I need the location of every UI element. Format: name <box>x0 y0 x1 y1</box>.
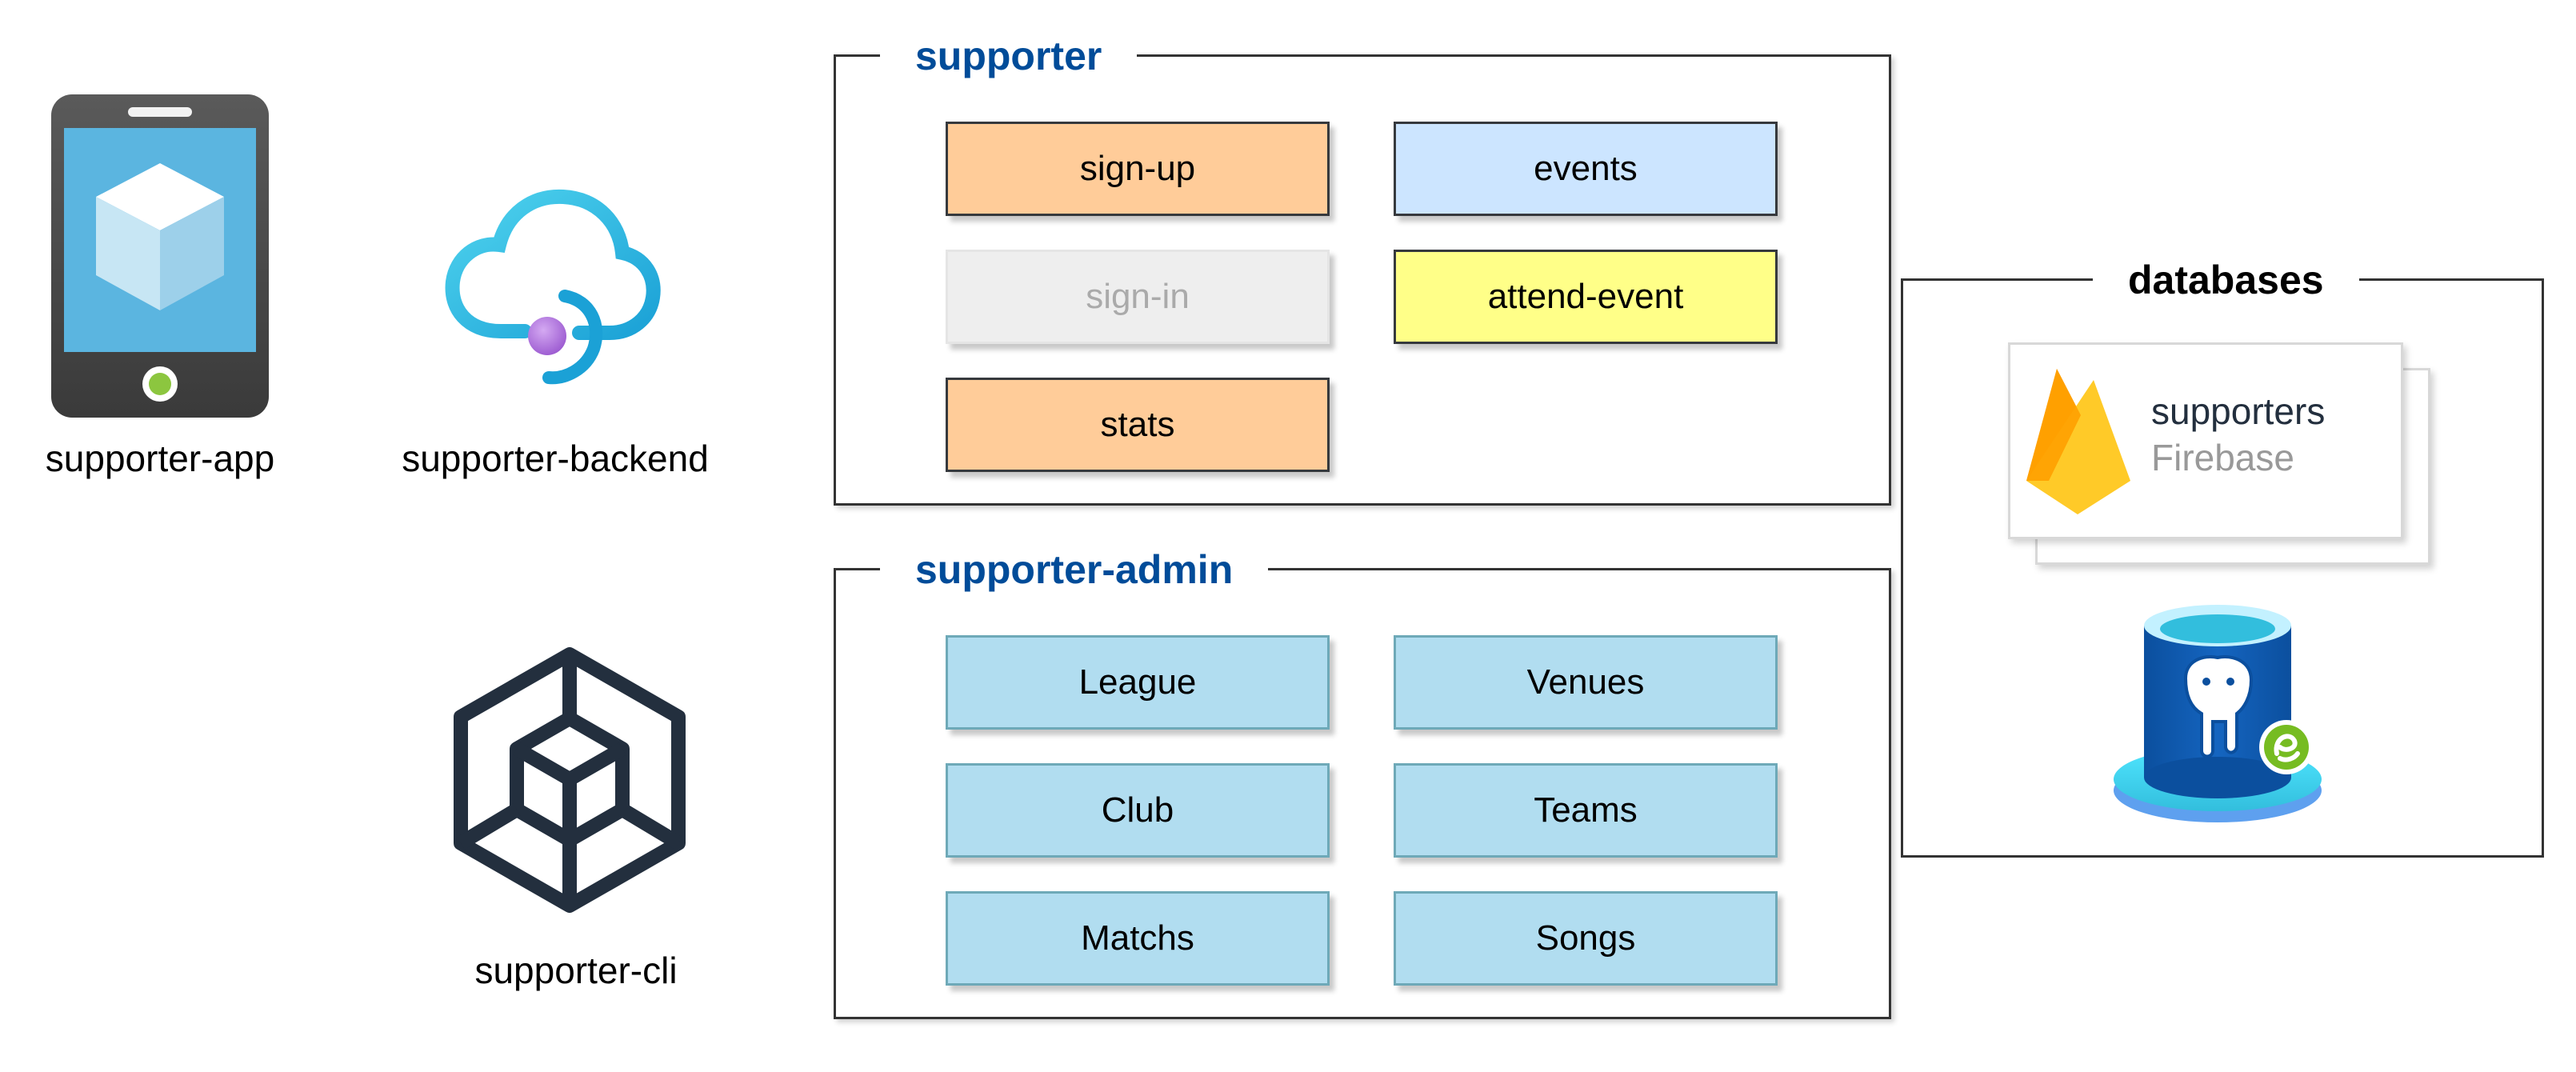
supporter-group-title: supporter <box>880 32 1138 80</box>
supporter-cli-label: supporter-cli <box>474 950 678 991</box>
events-box: events <box>1394 122 1778 216</box>
supporter-app-node <box>51 94 269 418</box>
league-box: League <box>946 635 1330 730</box>
supporter-backend-node <box>445 189 661 389</box>
supporter-cli-node <box>450 645 690 917</box>
supporter-app-label: supporter-app <box>45 438 275 479</box>
postgresql-database-icon <box>2114 605 2322 822</box>
mobile-app-icon <box>51 94 269 418</box>
firebase-db-type: Firebase <box>2151 437 2294 478</box>
firebase-card: supporters Firebase <box>2008 342 2403 539</box>
sign-up-box: sign-up <box>946 122 1330 216</box>
teams-box: Teams <box>1394 763 1778 858</box>
venues-box: Venues <box>1394 635 1778 730</box>
sign-in-box: sign-in <box>946 250 1330 344</box>
firebase-db-name: supporters <box>2151 390 2326 432</box>
stats-box: stats <box>946 378 1330 472</box>
postgresql-node <box>2109 602 2326 824</box>
attend-event-box: attend-event <box>1394 250 1778 344</box>
databases-group-title: databases <box>2093 256 2359 304</box>
matchs-box: Matchs <box>946 891 1330 986</box>
cloud-service-icon <box>445 189 661 385</box>
firebase-icon <box>2026 369 2130 514</box>
club-box: Club <box>946 763 1330 858</box>
supporter-backend-label: supporter-backend <box>402 438 709 479</box>
package-cube-icon <box>454 647 686 913</box>
songs-box: Songs <box>1394 891 1778 986</box>
supporter-admin-group-title: supporter-admin <box>880 546 1269 594</box>
